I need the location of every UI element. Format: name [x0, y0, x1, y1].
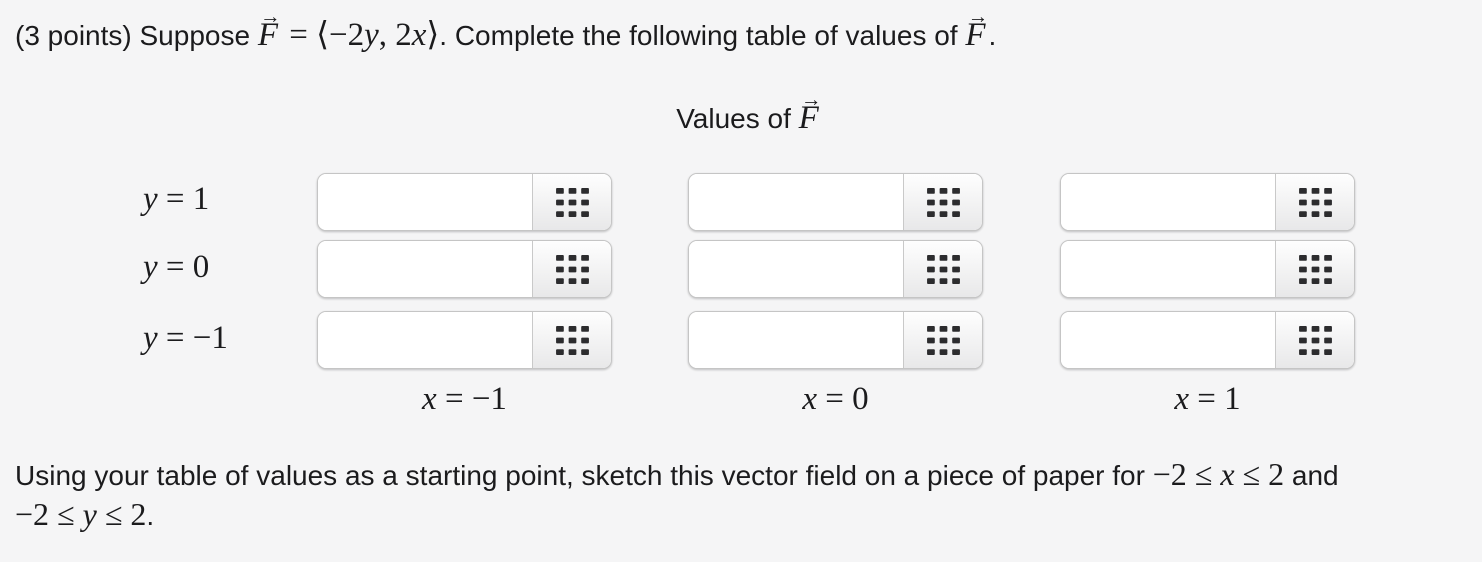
keypad-grid-icon: [1298, 187, 1332, 217]
keypad-grid-icon: [555, 325, 589, 355]
equation-editor-button-r2c1[interactable]: [532, 241, 611, 297]
equation-editor-button-r1c1[interactable]: [532, 174, 611, 230]
keypad-grid-icon: [1298, 254, 1332, 284]
answer-cell-r3c2: [688, 311, 983, 369]
col-label-x-neg1: x = −1: [422, 381, 507, 417]
keypad-grid-icon: [555, 254, 589, 284]
keypad-grid-icon: [1298, 325, 1332, 355]
row-label-y-0: y = 0: [143, 249, 210, 285]
answer-input-r3c1[interactable]: [318, 312, 532, 368]
equation-editor-button-r3c3[interactable]: [1275, 312, 1354, 368]
answer-cell-r3c1: [317, 311, 612, 369]
equation-editor-button-r1c3[interactable]: [1275, 174, 1354, 230]
vector-F-letter: F: [965, 17, 986, 53]
range-y-var: y: [82, 496, 97, 532]
equation-editor-button-r2c2[interactable]: [903, 241, 982, 297]
vector-F: →F: [965, 6, 988, 54]
answer-input-r1c3[interactable]: [1061, 174, 1275, 230]
range-y-post: ≤ 2: [96, 496, 147, 532]
problem-expression-comma: , 2: [378, 17, 412, 53]
problem-expression-mid: = ⟨−2: [280, 17, 365, 53]
range-y-pre: −2 ≤: [15, 496, 83, 532]
range-x-var: x: [1220, 456, 1235, 492]
col-label-x-0: x = 0: [802, 381, 869, 417]
problem-statement: (3 points) Suppose →F = ⟨−2y, 2x⟩. Compl…: [15, 6, 997, 54]
equation-editor-button-r3c2[interactable]: [903, 312, 982, 368]
equation-editor-button-r2c3[interactable]: [1275, 241, 1354, 297]
problem-final-period: .: [988, 20, 997, 51]
vector-arrow-icon: →: [801, 89, 822, 112]
range-x-post: ≤ 2: [1234, 456, 1285, 492]
answer-cell-r3c3: [1060, 311, 1355, 369]
sketch-line-2: −2 ≤ y ≤ 2.: [15, 495, 1339, 535]
answer-input-r2c2[interactable]: [689, 241, 903, 297]
answer-input-r2c1[interactable]: [318, 241, 532, 297]
keypad-grid-icon: [926, 254, 960, 284]
sketch-line-1: Using your table of values as a starting…: [15, 455, 1339, 495]
answer-cell-r2c2: [688, 240, 983, 298]
problem-var-y: y: [364, 17, 379, 53]
vector-arrow-icon: →: [260, 6, 281, 29]
sketch-text: Using your table of values as a starting…: [15, 460, 1153, 491]
problem-var-x: x: [411, 17, 427, 53]
problem-expression-close: ⟩: [426, 17, 440, 53]
answer-input-r3c2[interactable]: [689, 312, 903, 368]
vector-arrow-icon: →: [967, 6, 989, 29]
answer-cell-r1c2: [688, 173, 983, 231]
and-word: and: [1284, 460, 1339, 491]
equation-editor-button-r3c1[interactable]: [532, 312, 611, 368]
answer-cell-r2c1: [317, 240, 612, 298]
vector-F-letter: F: [257, 17, 278, 53]
answer-input-r1c1[interactable]: [318, 174, 532, 230]
answer-cell-r2c3: [1060, 240, 1355, 298]
row-label-y-neg1: y = −1: [143, 320, 228, 356]
answer-cell-r1c1: [317, 173, 612, 231]
answer-input-r3c3[interactable]: [1061, 312, 1275, 368]
range-x-pre: −2 ≤: [1152, 456, 1221, 492]
problem-between: . Complete the following table of values…: [439, 20, 966, 51]
keypad-grid-icon: [555, 187, 589, 217]
col-label-x-1: x = 1: [1174, 381, 1241, 417]
keypad-grid-icon: [926, 325, 960, 355]
answer-input-r1c2[interactable]: [689, 174, 903, 230]
vector-F-letter: F: [798, 100, 819, 136]
answer-cell-r1c3: [1060, 173, 1355, 231]
table-title: Values of →F: [143, 89, 1355, 137]
vector-F: →F: [257, 6, 281, 54]
problem-prefix: (3 points) Suppose: [15, 20, 258, 51]
sketch-period: .: [146, 500, 155, 531]
vector-F: →F: [798, 89, 822, 137]
answer-input-r2c3[interactable]: [1061, 241, 1275, 297]
equation-editor-button-r1c2[interactable]: [903, 174, 982, 230]
table-title-prefix: Values of: [676, 103, 799, 134]
row-label-y-1: y = 1: [143, 181, 210, 217]
sketch-instructions: Using your table of values as a starting…: [15, 455, 1339, 535]
keypad-grid-icon: [926, 187, 960, 217]
